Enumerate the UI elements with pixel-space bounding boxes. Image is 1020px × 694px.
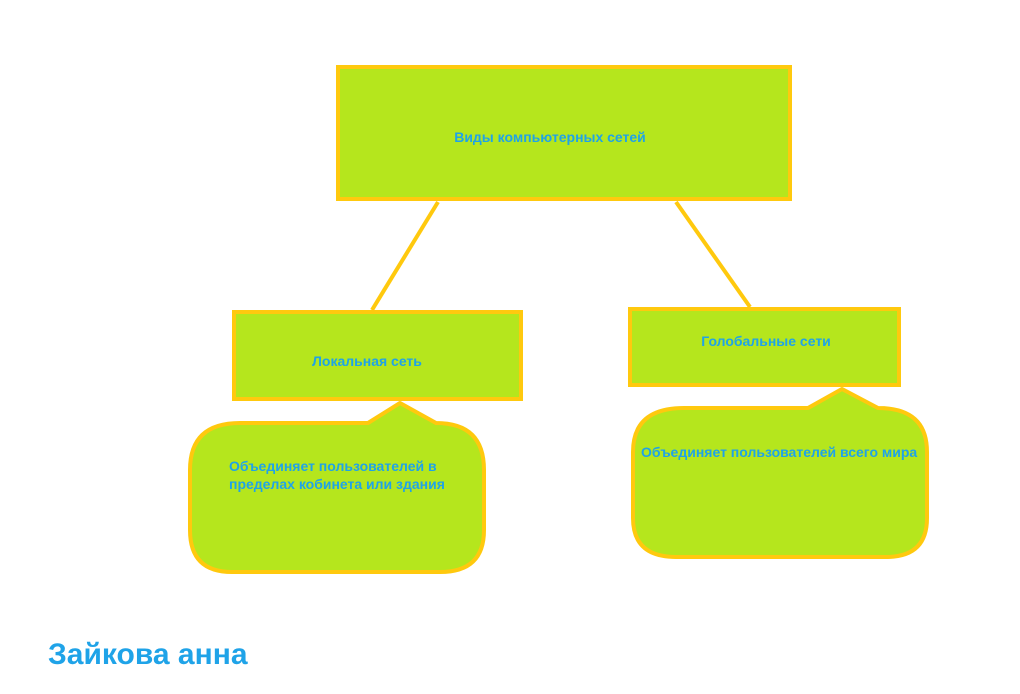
local-description-callout xyxy=(188,401,486,574)
global-network-box xyxy=(628,307,901,387)
local-network-box xyxy=(232,310,523,401)
local-network-label: Локальная сеть xyxy=(312,353,422,369)
global-network-description: Объединяет пользователей всего мира xyxy=(641,444,918,460)
root-node-box xyxy=(336,65,792,201)
root-node-label: Виды компьютерных сетей xyxy=(454,129,646,145)
local-network-description: Объединяет пользователей в пределах коби… xyxy=(229,458,445,492)
connector-root-to-local xyxy=(370,200,440,312)
global-description-callout xyxy=(631,387,929,559)
global-network-label: Голобальные сети xyxy=(701,333,831,349)
author-name: Зайкова анна xyxy=(48,638,248,671)
connector-root-to-global xyxy=(674,200,752,309)
